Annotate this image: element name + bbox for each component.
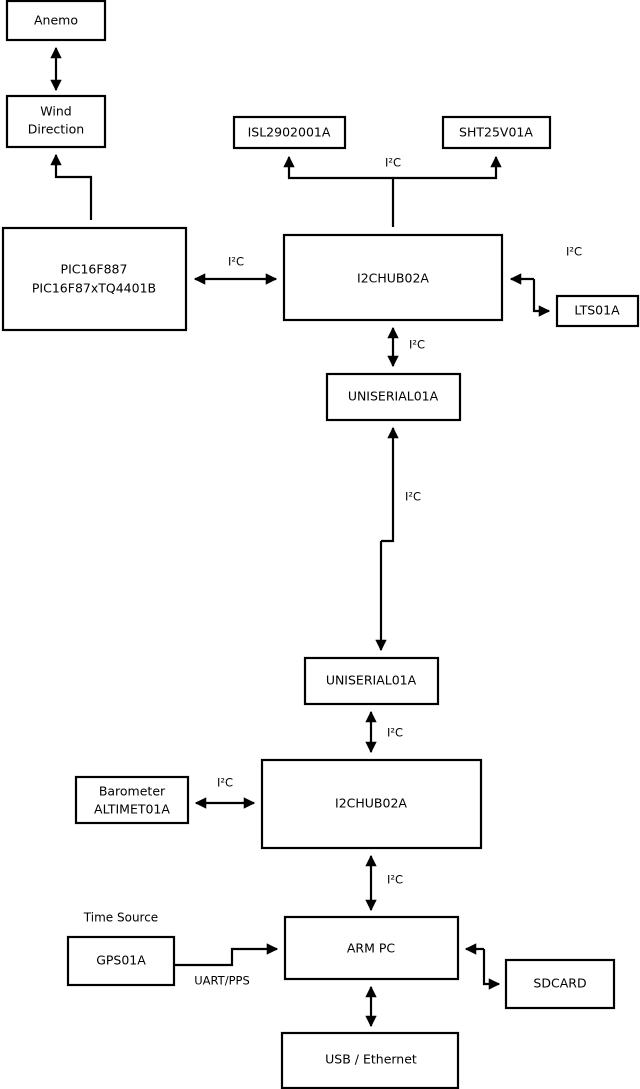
node-lts01a[interactable]: LTS01A <box>555 294 640 328</box>
node-gps01a[interactable]: GPS01A <box>66 935 176 987</box>
node-uniserial01a-lower[interactable]: UNISERIAL01A <box>303 656 440 706</box>
node-sht25v01a[interactable]: SHT25V01A <box>441 115 552 150</box>
edge-label-i2c-pic-hub: I²C <box>228 255 244 269</box>
node-usb-ethernet-label: USB / Ethernet <box>325 1052 417 1067</box>
edge-hub-lts: I²C <box>509 245 582 317</box>
node-i2chub02a-top-box[interactable] <box>282 233 504 322</box>
node-uniserial01a-upper[interactable]: UNISERIAL01A <box>325 372 462 422</box>
node-wind-direction[interactable]: Wind Direction <box>5 94 107 149</box>
edge-gps-armpc: UART/PPS <box>174 943 279 988</box>
node-pic-mcu[interactable]: PIC16F887 PIC16F87xTQ4401B <box>1 226 188 332</box>
edge-armpc-sdcard <box>464 943 501 990</box>
node-i2chub02a-bottom[interactable]: I2CHUB02A <box>260 758 483 850</box>
node-uniserial01a-lower-box[interactable] <box>303 656 440 706</box>
edge-hub-isl-path <box>283 155 395 227</box>
node-wind-direction-label-line1: Wind <box>40 104 71 119</box>
edge-hub-uniserial1: I²C <box>387 326 425 368</box>
node-gps01a-label: GPS01A <box>96 953 146 968</box>
edge-pic-hub: I²C <box>193 255 278 285</box>
node-barometer-box[interactable] <box>74 775 190 825</box>
node-anemo-label: Anemo <box>34 13 78 28</box>
edge-hub-sensors: I²C <box>283 155 502 227</box>
node-arm-pc-label: ARM PC <box>347 941 396 956</box>
node-uniserial01a-lower-label: UNISERIAL01A <box>326 673 417 688</box>
edge-gps-armpc-path <box>174 943 279 967</box>
node-pic-mcu-label-line2: PIC16F87xTQ4401B <box>32 281 156 296</box>
node-i2chub02a-top-label: I2CHUB02A <box>357 271 429 286</box>
node-barometer-label-line2: ALTIMET01A <box>94 802 170 817</box>
edge-hub-sht-path <box>393 155 502 180</box>
node-lts01a-label: LTS01A <box>574 303 620 318</box>
node-pic-mcu-label-line1: PIC16F887 <box>61 262 128 277</box>
node-i2chub02a-bottom-box[interactable] <box>260 758 483 850</box>
node-gps01a-box[interactable] <box>66 935 176 987</box>
edge-barometer-hub: I²C <box>194 776 256 809</box>
node-isl2902001a[interactable]: ISL2902001A <box>232 115 347 150</box>
node-wind-direction-label-line2: Direction <box>28 122 84 137</box>
edge-hub-lts-path <box>532 279 551 317</box>
node-sht25v01a-label: SHT25V01A <box>459 125 533 140</box>
edge-uniserial-link-up <box>381 426 399 543</box>
node-wind-direction-box[interactable] <box>5 94 107 149</box>
edge-label-i2c-hub-armpc: I²C <box>387 873 403 887</box>
node-arm-pc[interactable]: ARM PC <box>283 915 460 981</box>
node-uniserial01a-upper-box[interactable] <box>325 372 462 422</box>
node-sdcard[interactable]: SDCARD <box>504 958 616 1010</box>
node-anemo-box[interactable] <box>5 0 107 42</box>
edge-label-i2c-hub-lts: I²C <box>566 245 582 259</box>
node-sdcard-label: SDCARD <box>533 976 586 991</box>
node-lts01a-box[interactable] <box>555 294 640 328</box>
edge-hub-armpc: I²C <box>365 854 403 912</box>
node-usb-ethernet[interactable]: USB / Ethernet <box>280 1031 460 1089</box>
node-sht25v01a-box[interactable] <box>441 115 552 150</box>
node-i2chub02a-top[interactable]: I2CHUB02A <box>282 233 504 322</box>
edge-armpc-sdcard-path <box>482 949 501 990</box>
edge-pic-wind-path <box>50 153 93 220</box>
node-pic-mcu-box[interactable] <box>1 226 188 332</box>
edge-uniserial2-hub: I²C <box>365 710 403 754</box>
node-isl2902001a-label: ISL2902001A <box>248 125 331 140</box>
edge-label-i2c-baro-hub: I²C <box>217 776 233 790</box>
node-usb-ethernet-box[interactable] <box>280 1031 460 1089</box>
edge-label-i2c-uniserial2-hub: I²C <box>387 726 403 740</box>
label-time-source: Time Source <box>83 911 158 925</box>
node-i2chub02a-bottom-label: I2CHUB02A <box>335 796 407 811</box>
edge-label-i2c-hub-uniserial: I²C <box>409 338 425 352</box>
edge-label-uart-pps: UART/PPS <box>194 974 250 988</box>
node-isl2902001a-box[interactable] <box>232 115 347 150</box>
node-uniserial01a-upper-label: UNISERIAL01A <box>348 389 439 404</box>
node-barometer[interactable]: Barometer ALTIMET01A <box>74 775 190 825</box>
edge-uniserial-link: I²C <box>375 426 421 652</box>
node-anemo[interactable]: Anemo <box>5 0 107 42</box>
edge-label-i2c-uniserial-link: I²C <box>405 490 421 504</box>
node-arm-pc-box[interactable] <box>283 915 460 981</box>
node-sdcard-box[interactable] <box>504 958 616 1010</box>
edge-pic-wind <box>50 153 93 220</box>
node-barometer-label-line1: Barometer <box>99 784 166 799</box>
edge-label-i2c-sensors-top: I²C <box>385 156 401 170</box>
